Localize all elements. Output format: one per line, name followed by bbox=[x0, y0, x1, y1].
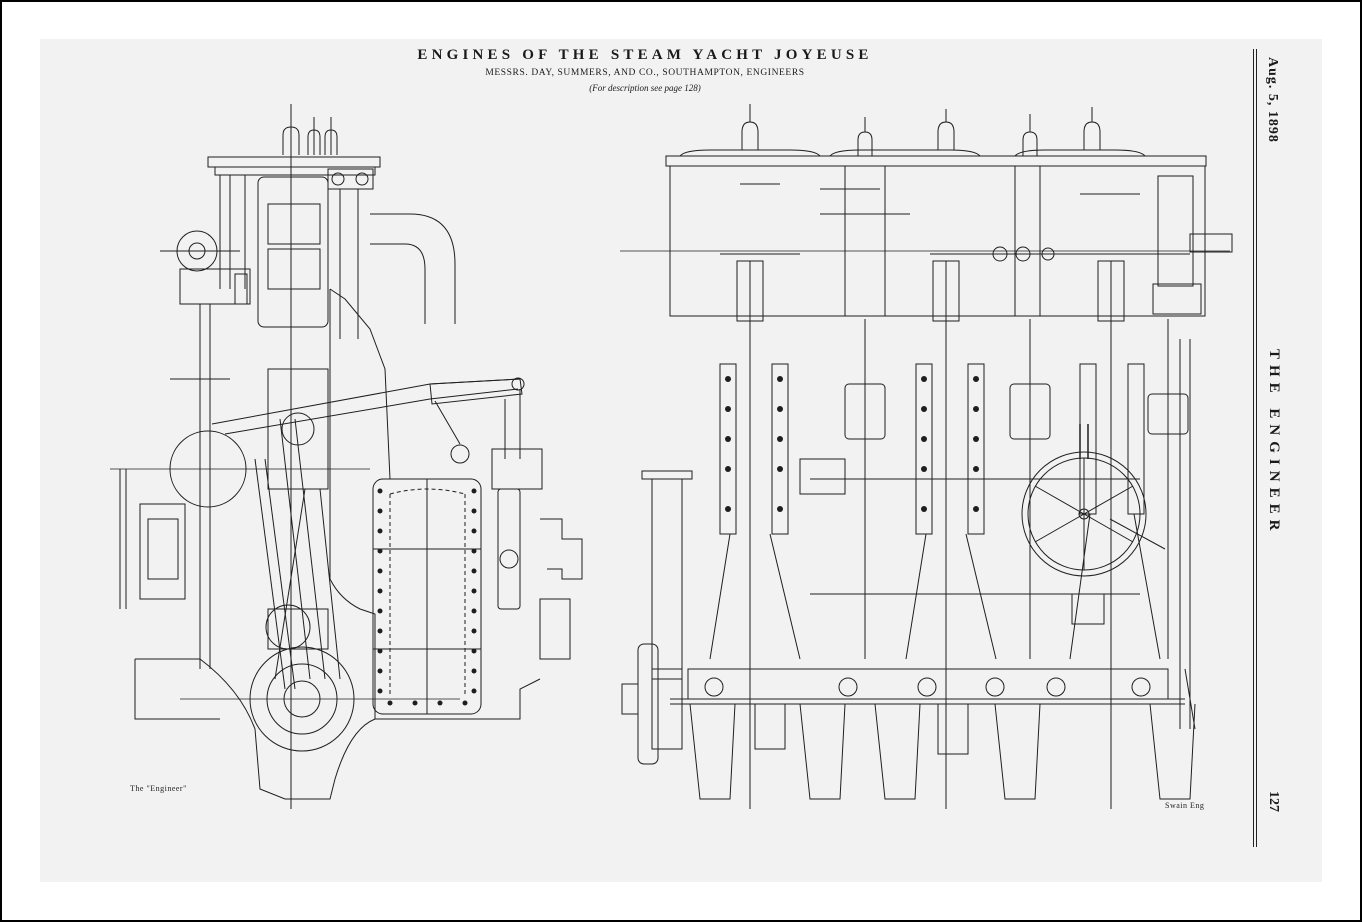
figure-caption-right: Swain Eng bbox=[1165, 801, 1205, 810]
side-elevation-drawing bbox=[40, 39, 1322, 882]
page-title: ENGINES OF THE STEAM YACHT JOYEUSE bbox=[417, 47, 873, 63]
scanned-page: ENGINES OF THE STEAM YACHT JOYEUSE MESSR… bbox=[40, 39, 1322, 882]
end-elevation-drawing bbox=[40, 39, 1322, 882]
margin-rule bbox=[1253, 49, 1257, 847]
page-note: (For description see page 128) bbox=[589, 83, 701, 93]
page-subtitle: MESSRS. DAY, SUMMERS, AND CO., SOUTHAMPT… bbox=[485, 68, 805, 78]
figure-caption-left: The "Engineer" bbox=[130, 784, 187, 793]
